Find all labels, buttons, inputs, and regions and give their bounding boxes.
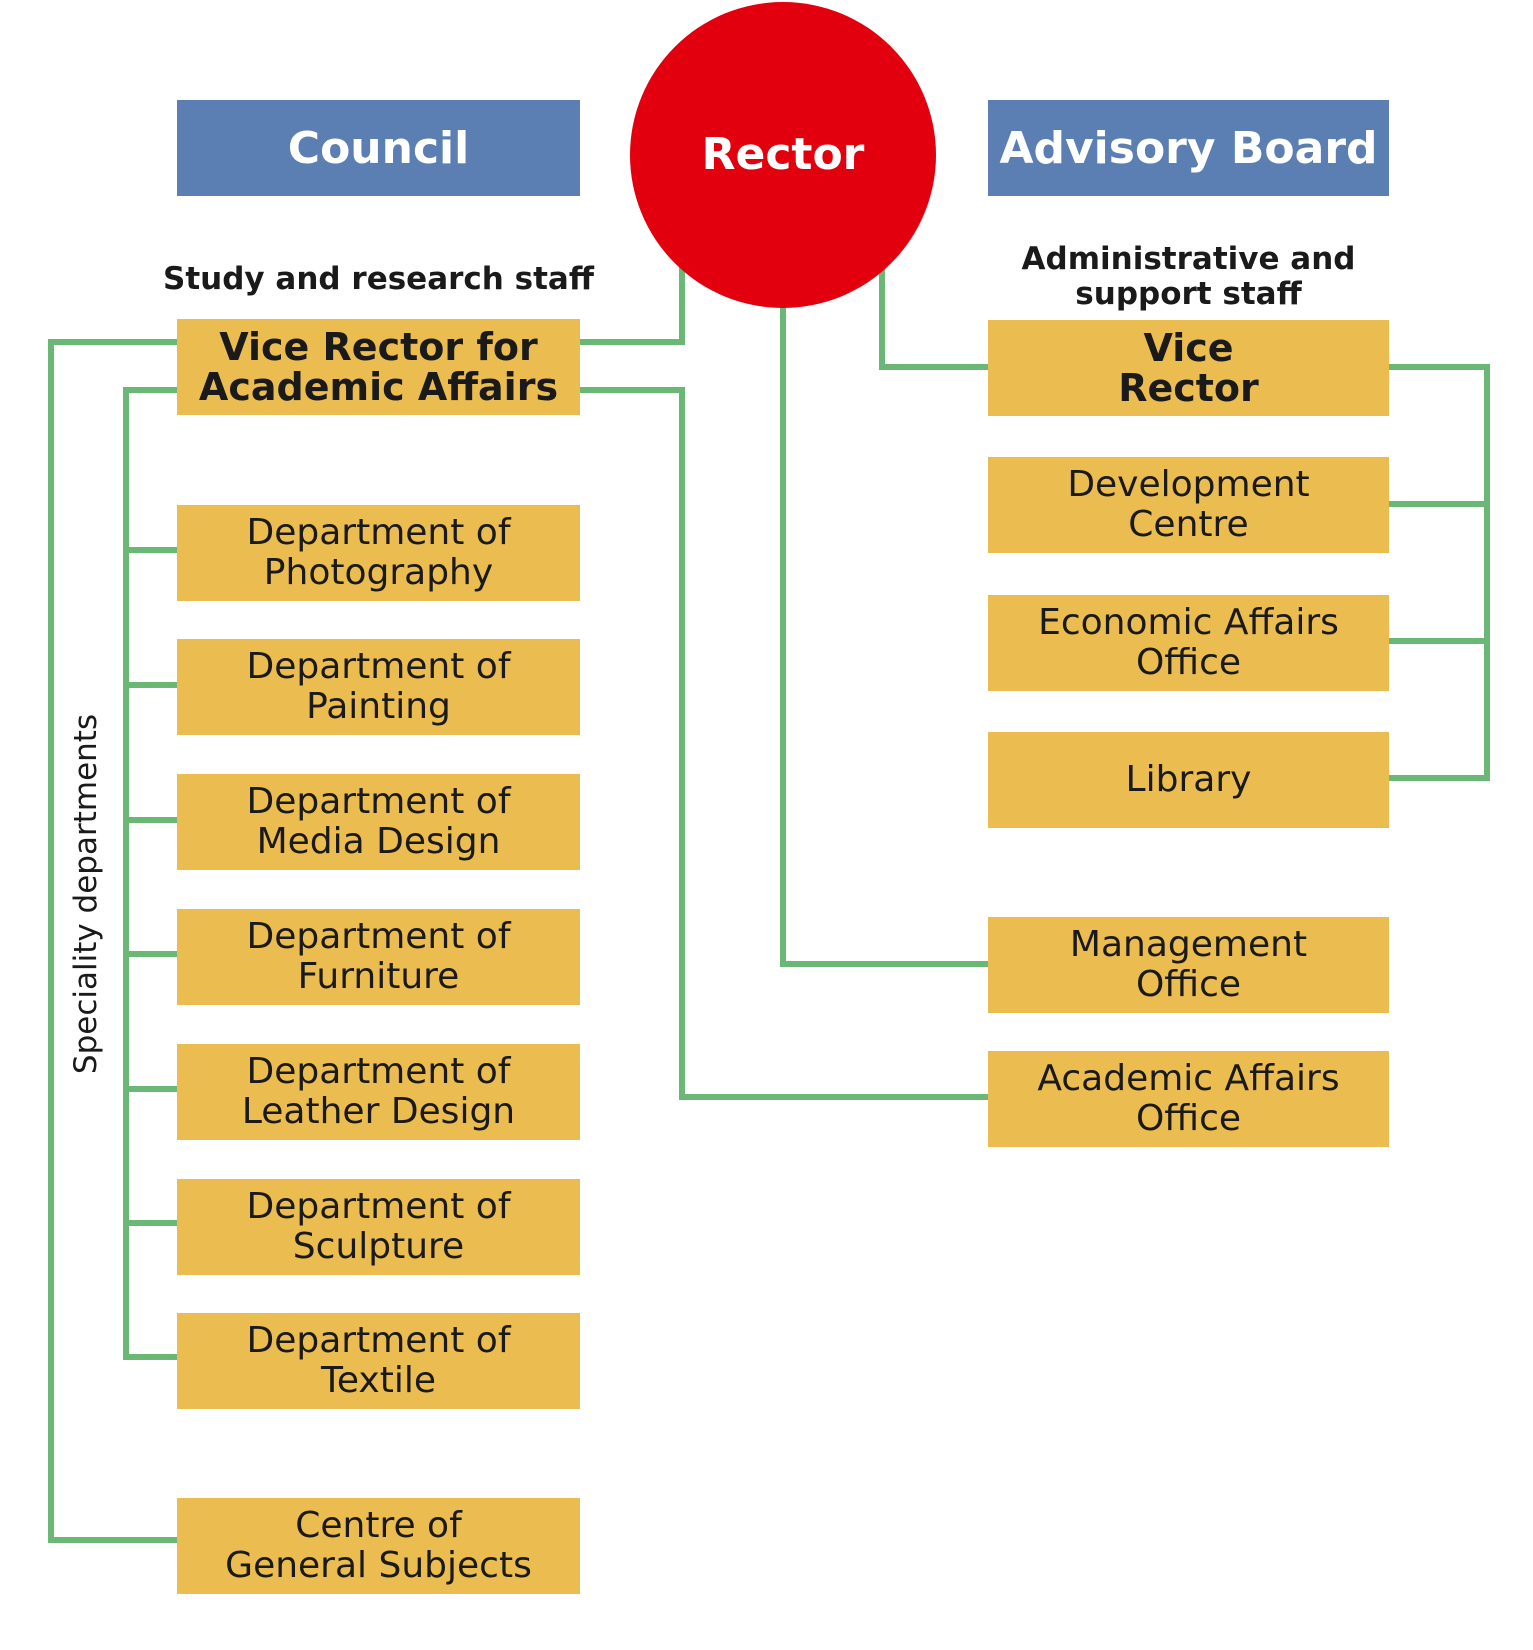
development-centre-box: Development Centre xyxy=(988,457,1389,553)
advisory-board-box: Advisory Board xyxy=(988,100,1389,196)
vice-rector-box: Vice Rector xyxy=(988,320,1389,416)
vice-rector-academic-box: Vice Rector for Academic Affairs xyxy=(177,319,580,415)
advisory-board-label: Advisory Board xyxy=(999,122,1378,174)
management-office-box: Management Office xyxy=(988,917,1389,1013)
connector-vice-rector-academic-to-academic-affairs-office xyxy=(575,387,991,1100)
speciality-departments-label: Speciality departments xyxy=(68,713,104,1075)
connector-rector-to-management-office xyxy=(780,302,991,967)
admin-staff-label: Administrative and support staff xyxy=(1021,241,1356,312)
department-photography-box: Department of Photography xyxy=(177,505,580,601)
rector-circle: Rector xyxy=(630,2,936,308)
connector-inner-bracket xyxy=(123,387,180,1360)
academic-affairs-office-box: Academic Affairs Office xyxy=(988,1051,1389,1147)
department-leather-design-box: Department of Leather Design xyxy=(177,1044,580,1140)
department-media-design-box: Department of Media Design xyxy=(177,774,580,870)
department-sculpture-box: Department of Sculpture xyxy=(177,1179,580,1275)
council-label: Council xyxy=(287,122,470,174)
department-textile-box: Department of Textile xyxy=(177,1313,580,1409)
connector-rector-to-vice-rector-academic xyxy=(575,262,685,345)
centre-general-subjects-box: Centre of General Subjects xyxy=(177,1498,580,1594)
rector-label: Rector xyxy=(701,128,865,180)
study-staff-label: Study and research staff xyxy=(163,261,594,297)
department-furniture-box: Department of Furniture xyxy=(177,909,580,1005)
library-box: Library xyxy=(988,732,1389,828)
connector-rector-to-vice-rector xyxy=(879,262,991,370)
connector-outer-bracket xyxy=(48,339,180,1543)
economic-affairs-office-box: Economic Affairs Office xyxy=(988,595,1389,691)
connector-vice-rector-admin-bracket xyxy=(1386,364,1490,781)
council-box: Council xyxy=(177,100,580,196)
department-painting-box: Department of Painting xyxy=(177,639,580,735)
